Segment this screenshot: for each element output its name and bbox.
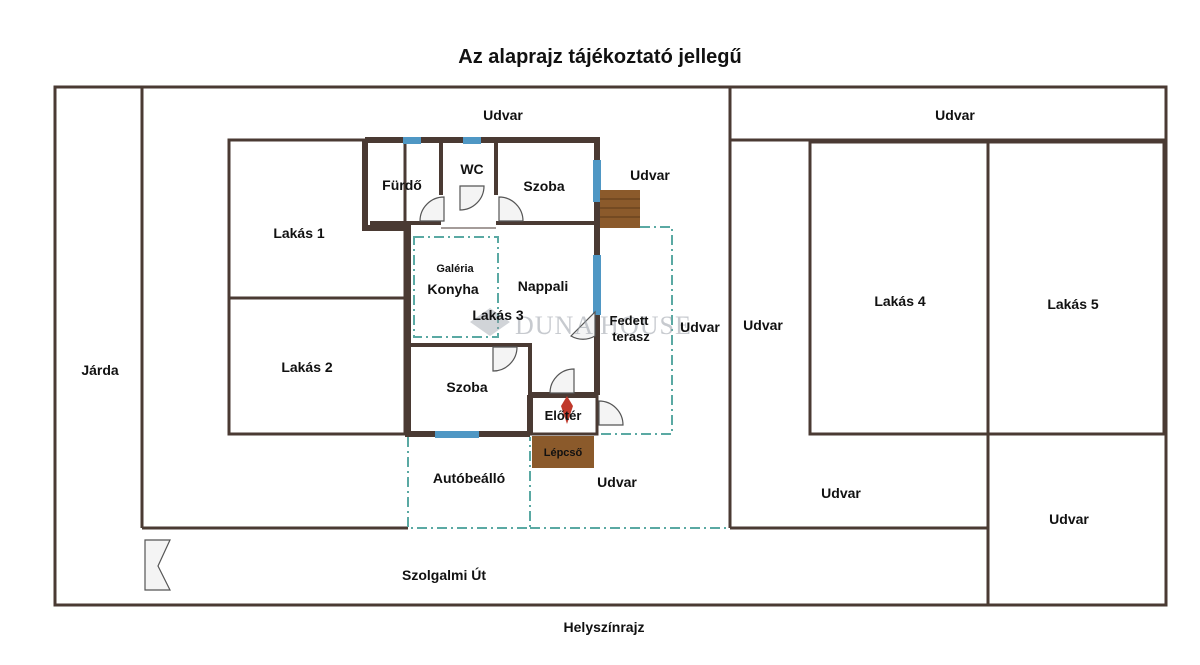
label-lakas4: Lakás 4: [874, 293, 926, 309]
label-lakas5: Lakás 5: [1047, 296, 1099, 312]
label-konyha: Konyha: [427, 281, 479, 297]
neighbor-units: [227, 138, 1166, 436]
watermark-logo-icon: [470, 308, 510, 336]
door-entry-outer: [598, 400, 624, 426]
label-udvar-beside-house: Udvar: [630, 167, 670, 183]
site-boundaries: [53, 85, 1168, 607]
gallery-outline: [413, 236, 499, 338]
lower-room-top-wall: [410, 343, 532, 395]
window-living-east: [593, 255, 601, 315]
label-lakas2: Lakás 2: [281, 359, 333, 375]
label-lepcso: Lépcső: [544, 447, 583, 459]
label-fedett: Fedett: [610, 313, 650, 328]
window-lower-room: [435, 431, 479, 438]
label-udvar-right-top: Udvar: [935, 107, 975, 123]
label-udvar-terrace: Udvar: [680, 319, 720, 335]
area-labels: Udvar Udvar Udvar Udvar Udvar Udvar Udva…: [81, 107, 1099, 583]
label-szoba-top: Szoba: [523, 178, 564, 194]
driveway-outline: [407, 437, 531, 529]
watermark-text: DUNA HOUSE: [515, 311, 692, 340]
watermark: DUNA HOUSE: [470, 308, 692, 340]
plan-caption: Helyszínrajz: [564, 619, 645, 635]
site-outline: [53, 85, 1168, 607]
door-wc: [459, 185, 485, 211]
label-szoba-bottom: Szoba: [446, 379, 487, 395]
door-bath: [419, 196, 445, 222]
lakas4-outline: [808, 140, 990, 436]
lakas5-outline: [986, 140, 1166, 436]
label-galeria: Galéria: [436, 263, 474, 275]
label-lakas1: Lakás 1: [273, 225, 325, 241]
window-room-east: [593, 160, 601, 202]
door-terrace: [570, 310, 596, 340]
entry-outline: [528, 395, 599, 436]
label-udvar-lower-right2: Udvar: [1049, 511, 1089, 527]
plan-title: Az alaprajz tájékoztató jellegű: [458, 46, 741, 68]
entry-arrow-icon: [561, 396, 573, 424]
label-udvar-bottom: Udvar: [597, 474, 637, 490]
door-lower-room: [492, 346, 518, 372]
stairs: [532, 190, 640, 468]
window-bath: [403, 137, 421, 144]
gate: [144, 539, 171, 591]
label-udvar-mid: Udvar: [743, 317, 783, 333]
label-nappali: Nappali: [518, 278, 569, 294]
window-wc: [463, 137, 481, 144]
windows: [403, 137, 601, 438]
label-udvar-lower-right1: Udvar: [821, 485, 861, 501]
label-lakas3: Lakás 3: [472, 307, 524, 323]
label-udvar-top: Udvar: [483, 107, 523, 123]
label-furdo: Fürdő: [382, 177, 422, 193]
stairs-terrace: [600, 190, 640, 228]
door-entry-inner: [549, 368, 575, 394]
label-jarda: Járda: [81, 362, 119, 378]
label-szolgalmi-ut: Szolgalmi Út: [402, 566, 486, 583]
door-swings: [144, 185, 624, 591]
door-room: [498, 196, 524, 222]
label-wc: WC: [460, 161, 483, 177]
stairs-entry: [532, 436, 594, 468]
inner-walls: [370, 140, 599, 436]
label-eloter: Előtér: [545, 408, 582, 423]
label-autobeallo: Autóbeálló: [433, 470, 505, 486]
lakas1-outline: [227, 138, 407, 300]
label-terasz: terasz: [612, 329, 650, 344]
